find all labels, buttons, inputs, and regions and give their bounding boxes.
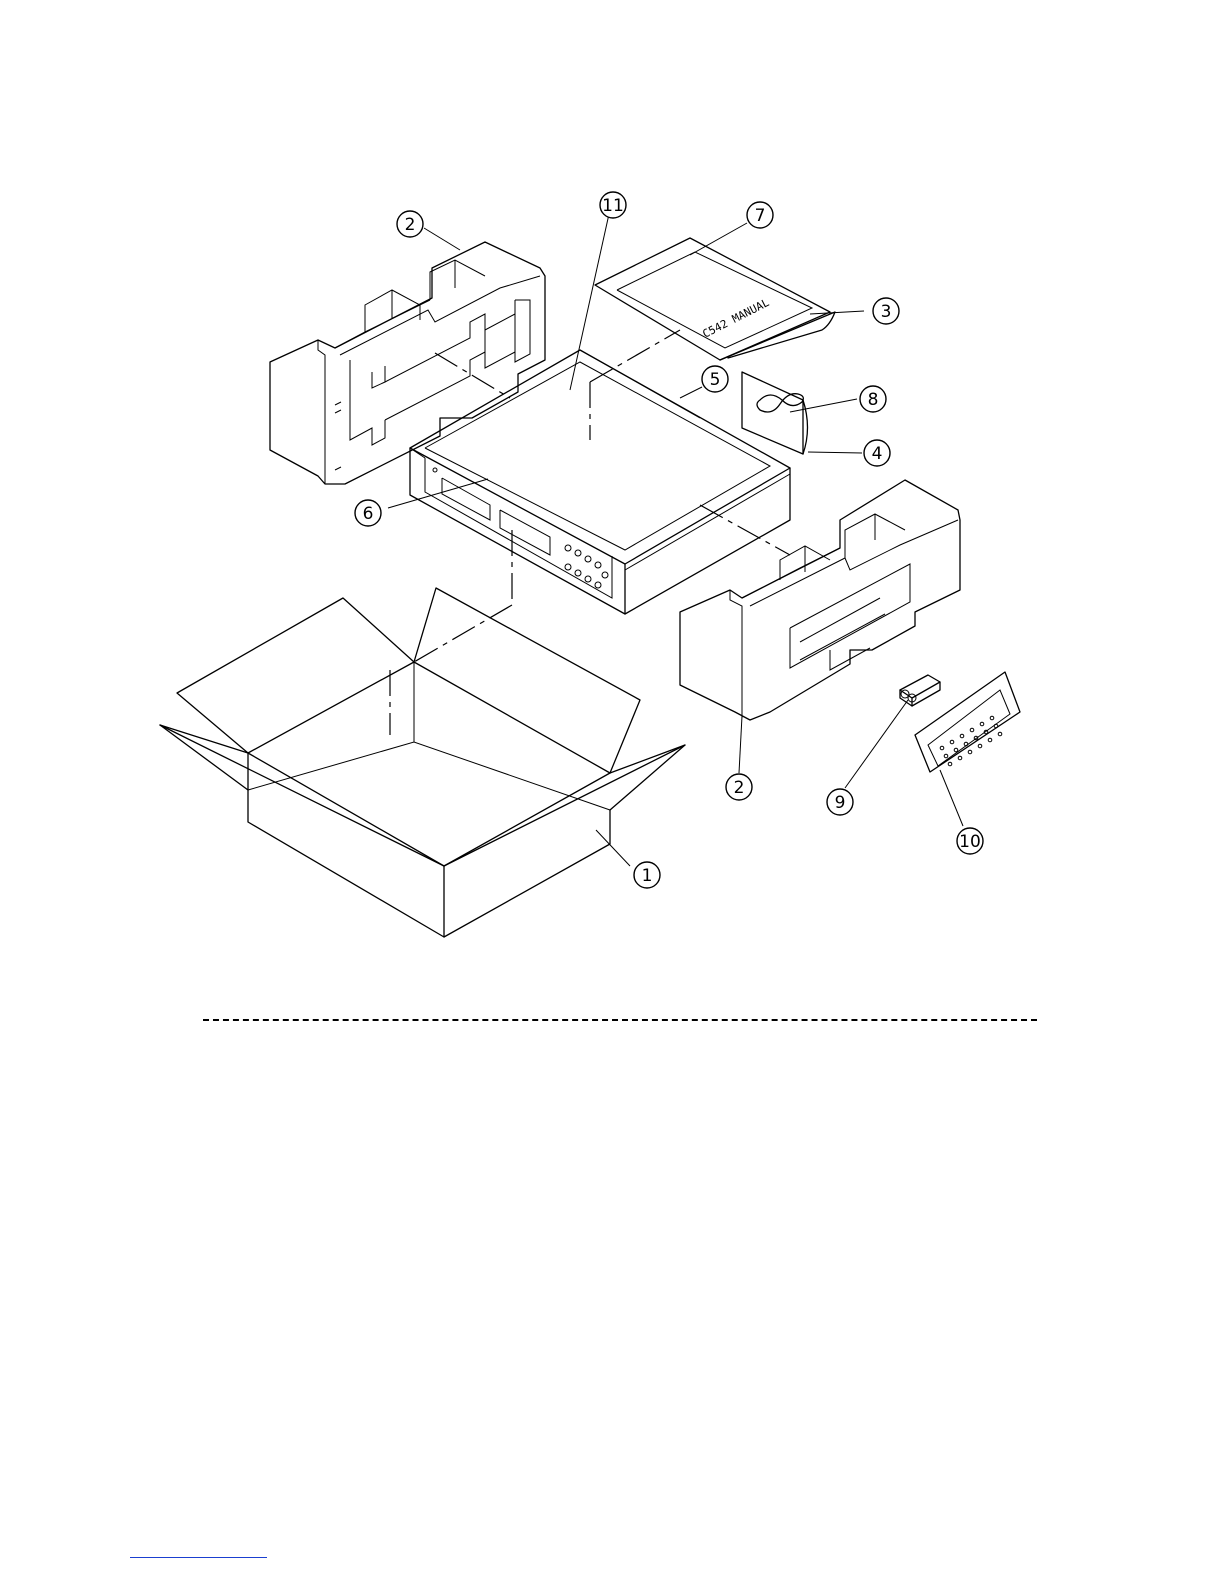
manual-bag: C542 MANUAL bbox=[595, 238, 835, 360]
callout-1-text: 1 bbox=[642, 866, 653, 886]
callout-2-left: 2 bbox=[397, 211, 423, 237]
right-foam-cushion bbox=[680, 480, 960, 720]
power-cord-bag bbox=[742, 372, 808, 454]
callout-6-text: 6 bbox=[363, 504, 374, 524]
dashed-separator bbox=[203, 1019, 1037, 1021]
callout-7-text: 7 bbox=[755, 206, 766, 226]
cd-player-unit bbox=[410, 350, 790, 614]
carton-box bbox=[160, 588, 685, 937]
callout-5-text: 5 bbox=[710, 370, 721, 390]
callout-1: 1 bbox=[634, 862, 660, 888]
callout-2-right: 2 bbox=[726, 774, 752, 800]
callout-2-left-text: 2 bbox=[405, 215, 416, 235]
callout-10: 10 bbox=[957, 828, 983, 854]
batteries bbox=[900, 675, 940, 706]
manual-cover-label: C542 MANUAL bbox=[700, 296, 771, 341]
left-foam-cushion bbox=[270, 242, 545, 484]
callout-2-right-text: 2 bbox=[734, 778, 745, 798]
callout-4-text: 4 bbox=[872, 444, 883, 464]
callout-3-text: 3 bbox=[881, 302, 892, 322]
callout-7: 7 bbox=[747, 202, 773, 228]
callout-5: 5 bbox=[702, 366, 728, 392]
footer-rule bbox=[130, 1557, 267, 1558]
callout-4: 4 bbox=[864, 440, 890, 466]
callout-11-text: 11 bbox=[602, 196, 624, 216]
callout-9: 9 bbox=[827, 789, 853, 815]
callout-9-text: 9 bbox=[835, 793, 846, 813]
callout-8: 8 bbox=[860, 386, 886, 412]
callout-3: 3 bbox=[873, 298, 899, 324]
callout-8-text: 8 bbox=[868, 390, 879, 410]
callout-6: 6 bbox=[355, 500, 381, 526]
callout-11: 11 bbox=[600, 192, 626, 218]
callout-10-text: 10 bbox=[959, 832, 981, 852]
